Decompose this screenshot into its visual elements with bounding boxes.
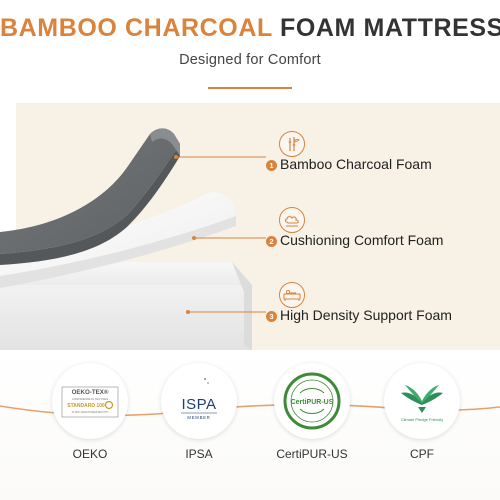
layer-number-2: 2 xyxy=(266,236,277,247)
bamboo-icon xyxy=(279,131,305,157)
cert-cpf-label: CPF xyxy=(410,447,434,461)
cert-ispa-label: IPSA xyxy=(185,447,213,461)
layer-label-3: High Density Support Foam xyxy=(280,307,452,323)
leader-dots xyxy=(174,155,196,314)
svg-text:OEKO-TEX®: OEKO-TEX® xyxy=(72,389,109,396)
ispa-logo: ISPA MEMBER xyxy=(181,376,217,420)
svg-text:CertiPUR-US: CertiPUR-US xyxy=(291,399,334,406)
page-subtitle: Designed for Comfort xyxy=(179,52,321,68)
oeko-tex-logo: OEKO-TEX® CONFIDENCE IN TEXTILES STANDAR… xyxy=(61,386,119,418)
cloud-comfort-icon xyxy=(279,207,305,233)
cert-ispa-badge: ISPA MEMBER xyxy=(161,363,237,439)
layer-number-3: 3 xyxy=(266,311,277,322)
layer-feature-3: 3 High Density Support Foam xyxy=(266,282,500,323)
title-divider xyxy=(208,87,292,89)
page-title: BAMBOO CHARCOAL FOAM MATTRESS xyxy=(0,14,500,43)
cert-certipur-label: CertiPUR-US xyxy=(276,447,348,461)
title-rest: FOAM MATTRESS xyxy=(279,14,500,42)
layer-feature-1: 1 Bamboo Charcoal Foam xyxy=(266,131,500,172)
svg-text:STANDARD 100: STANDARD 100 xyxy=(67,403,105,409)
layer-number-1: 1 xyxy=(266,160,277,171)
charcoal-foam-layer xyxy=(0,128,180,265)
climate-pledge-logo: Climate Pledge Friendly xyxy=(401,385,443,422)
cert-oeko-badge: OEKO-TEX® CONFIDENCE IN TEXTILES STANDAR… xyxy=(52,363,128,439)
cert-certipur-badge: CertiPUR-US xyxy=(274,363,350,439)
svg-text:CONFIDENCE IN TEXTILES: CONFIDENCE IN TEXTILES xyxy=(72,397,108,401)
support-bed-icon xyxy=(279,282,305,308)
svg-text:23.HCN.14000 HOHENSTEIN HTTI: 23.HCN.14000 HOHENSTEIN HTTI xyxy=(72,412,109,414)
leader-lines xyxy=(176,156,266,313)
cert-cpf-badge: Climate Pledge Friendly xyxy=(384,363,460,439)
layer-label-2: Cushioning Comfort Foam xyxy=(280,232,444,248)
svg-text:ISPA: ISPA xyxy=(181,396,216,413)
layer-feature-2: 2 Cushioning Comfort Foam xyxy=(266,207,500,248)
svg-text:MEMBER: MEMBER xyxy=(187,415,210,420)
svg-text:Climate Pledge Friendly: Climate Pledge Friendly xyxy=(401,417,443,422)
title-highlight: BAMBOO CHARCOAL xyxy=(0,14,273,42)
cert-oeko-label: OEKO xyxy=(72,447,108,461)
certipur-logo: CertiPUR-US xyxy=(283,372,341,430)
layer-label-1: Bamboo Charcoal Foam xyxy=(280,156,432,172)
